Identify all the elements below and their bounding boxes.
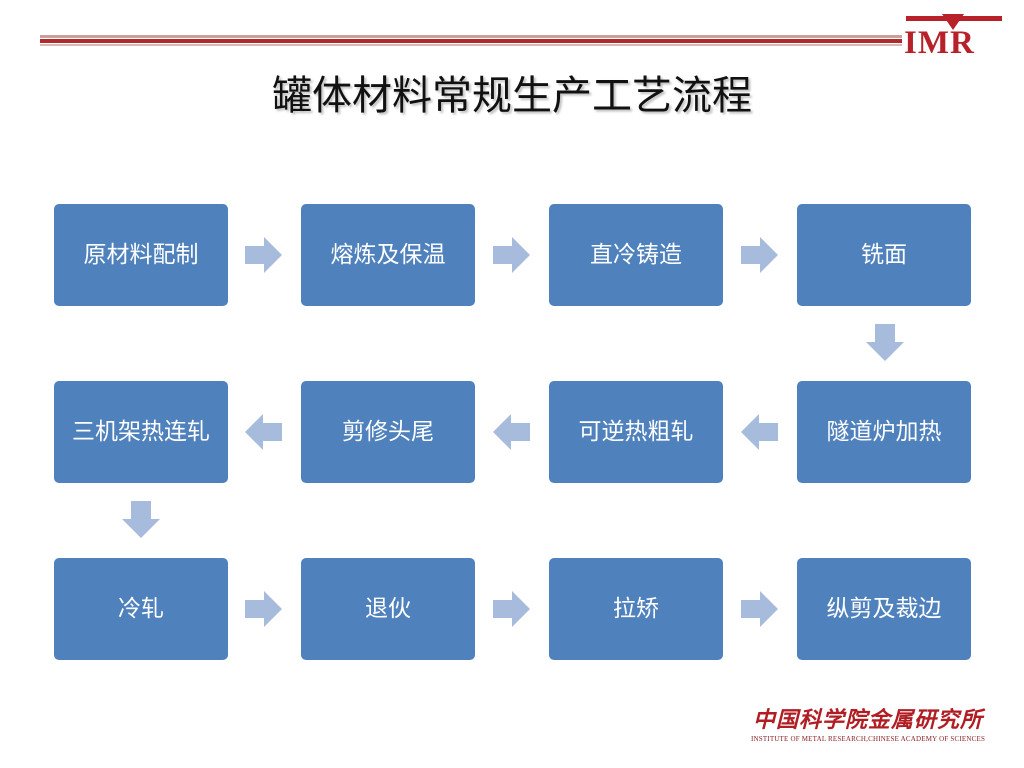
step-box-3: 直冷铸造 bbox=[549, 204, 723, 306]
step-box-10: 退伙 bbox=[301, 558, 475, 660]
step-box-11: 拉矫 bbox=[549, 558, 723, 660]
arrow-right-icon bbox=[245, 237, 282, 273]
step-box-1: 原材料配制 bbox=[54, 204, 228, 306]
imr-logo: IMR bbox=[904, 14, 1004, 62]
arrow-right-icon bbox=[245, 591, 282, 627]
arrow-right-icon bbox=[493, 591, 530, 627]
arrow-left-icon bbox=[741, 414, 778, 450]
header-rule-top bbox=[40, 35, 902, 38]
step-box-8: 三机架热连轧 bbox=[54, 381, 228, 483]
arrow-left-icon bbox=[493, 414, 530, 450]
header-rule bbox=[40, 39, 902, 43]
arrow-down-icon bbox=[122, 501, 160, 538]
step-box-2: 熔炼及保温 bbox=[301, 204, 475, 306]
arrow-right-icon bbox=[741, 237, 778, 273]
step-box-4: 铣面 bbox=[797, 204, 971, 306]
step-box-12: 纵剪及裁边 bbox=[797, 558, 971, 660]
logo-text: IMR bbox=[904, 25, 975, 61]
step-box-6: 可逆热粗轧 bbox=[549, 381, 723, 483]
arrow-right-icon bbox=[493, 237, 530, 273]
logo-triangle-icon bbox=[942, 14, 964, 30]
step-box-5: 隧道炉加热 bbox=[797, 381, 971, 483]
institution-logo: 中国科学院金属研究所 INSTITUTE OF METAL RESEARCH,C… bbox=[745, 706, 991, 754]
institution-name-cn: 中国科学院金属研究所 bbox=[752, 707, 983, 733]
step-box-9: 冷轧 bbox=[54, 558, 228, 660]
arrow-down-icon bbox=[866, 324, 904, 361]
institution-name-en: INSTITUTE OF METAL RESEARCH,CHINESE ACAD… bbox=[750, 735, 986, 743]
slide-title: 罐体材料常规生产工艺流程 bbox=[272, 73, 752, 119]
arrow-left-icon bbox=[245, 414, 282, 450]
header-rule-bottom bbox=[40, 44, 902, 46]
step-box-7: 剪修头尾 bbox=[301, 381, 475, 483]
arrow-right-icon bbox=[741, 591, 778, 627]
